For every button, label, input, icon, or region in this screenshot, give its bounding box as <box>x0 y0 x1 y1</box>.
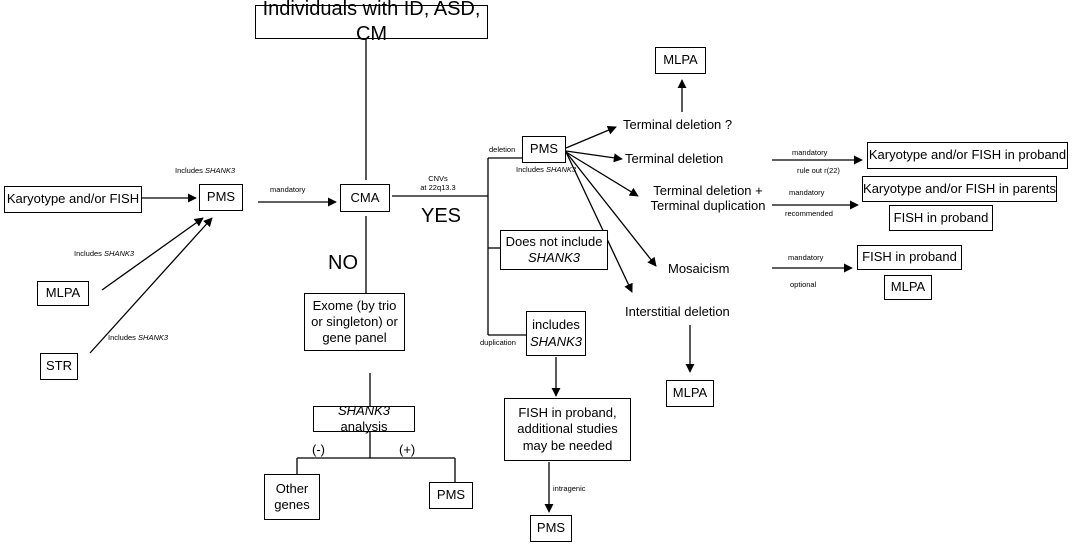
mlpa-top-node: MLPA <box>655 47 706 74</box>
karyo-parents-label: Karyotype and/or FISH in parents <box>863 180 1056 196</box>
shank3-analysis-rest: analysis <box>340 419 388 434</box>
exome-label: Exome (by trio or singleton) or gene pan… <box>311 297 398 346</box>
edge-pms-terminal-q <box>565 125 617 149</box>
mosaicism-label: Mosaicism <box>668 261 730 276</box>
includes-shank3-top-prefix: Includes <box>175 166 206 175</box>
karyo-parents-node: Karyotype and/or FISH in parents <box>862 176 1057 202</box>
mlpa-mid-label: MLPA <box>672 385 708 401</box>
includes-shank3-top-label: Includes SHANK3 <box>175 166 236 176</box>
mlpa-right-label: MLPA <box>890 279 926 295</box>
shank3-analysis-gene: SHANK3 <box>337 402 391 418</box>
includes-shank3-str-label: Includes SHANK3 <box>108 333 169 343</box>
includes-dup-gene: SHANK3 <box>529 333 583 349</box>
deletion-label: deletion <box>489 145 516 154</box>
exome-node: Exome (by trio or singleton) or gene pan… <box>304 293 405 351</box>
includes-shank3-str-gene: SHANK3 <box>138 333 169 342</box>
cnvs-line1: CNVs <box>428 174 448 183</box>
includes-shank3-pms-label: Includes SHANK3 <box>516 165 577 175</box>
pos-label: (+) <box>399 442 416 457</box>
str-label: STR <box>46 358 72 374</box>
str-node: STR <box>40 353 78 380</box>
optional-label: optional <box>790 280 817 289</box>
mlpa-left-node: MLPA <box>37 281 89 306</box>
pms-intragenic-label: PMS <box>536 520 566 536</box>
not-include-node: Does not include SHANK3 <box>500 230 608 270</box>
not-include-line1: Does not include <box>505 233 603 249</box>
pms-bottom-left-node: PMS <box>429 482 473 509</box>
edge-pms-interstitial <box>565 151 633 293</box>
mlpa-right-node: MLPA <box>884 275 932 300</box>
pms-intragenic-node: PMS <box>530 515 572 542</box>
terminal-del-dup-line2: Terminal duplication <box>650 197 766 213</box>
root-node-label: Individuals with ID, ASD, CM <box>262 0 481 45</box>
duplication-label: duplication <box>480 338 516 347</box>
karyo-proband-node: Karyotype and/or FISH in proband <box>867 142 1068 169</box>
mlpa-left-label: MLPA <box>45 285 81 301</box>
terminal-deletion-q-label: Terminal deletion ? <box>623 117 733 132</box>
karyo-proband-label: Karyotype and/or FISH in proband <box>868 147 1067 163</box>
mlpa-mid-node: MLPA <box>666 380 714 407</box>
pms-mid-label: PMS <box>529 141 559 157</box>
includes-shank3-pms-prefix: Includes <box>516 165 547 174</box>
fish-proband-1-node: FISH in proband <box>889 205 993 231</box>
recommended-label: recommended <box>785 209 833 218</box>
interstitial-deletion-label: Interstitial deletion <box>625 304 730 319</box>
other-genes-label: Other genes <box>274 480 310 512</box>
cnvs-line2: at 22q13.3 <box>420 182 456 192</box>
neg-label: (-) <box>312 442 325 457</box>
edge-mlpa-pms <box>101 217 204 291</box>
shank3-analysis-label: SHANK3 analysis <box>314 403 414 436</box>
karyotype-fish-node: Karyotype and/or FISH <box>4 186 142 213</box>
edge-pms-terminal <box>565 150 623 163</box>
fish-proband-2-node: FISH in proband <box>857 245 962 270</box>
cnvs-label: CNVs at 22q13.3 <box>414 174 462 192</box>
pms-mid-node: PMS <box>522 136 566 163</box>
pms-left-node: PMS <box>199 184 243 211</box>
pms-left-label: PMS <box>206 189 236 205</box>
root-node: Individuals with ID, ASD, CM <box>255 0 488 45</box>
includes-dup-node: includes SHANK3 <box>526 311 586 356</box>
mandatory-cma-label: mandatory <box>270 185 306 194</box>
fish-additional-node: FISH in proband, additional studies may … <box>504 398 631 461</box>
other-genes-node: Other genes <box>264 474 320 520</box>
includes-shank3-mlpa-prefix: Includes <box>74 249 105 258</box>
fish-additional-label: FISH in proband, additional studies may … <box>517 405 618 453</box>
includes-shank3-mlpa-label: Includes SHANK3 <box>74 249 135 259</box>
fish-proband-2-label: FISH in proband <box>862 249 957 265</box>
edge-pms-mosaicism <box>565 151 657 267</box>
mandatory-1-label: mandatory <box>792 148 828 157</box>
includes-shank3-pms-gene: SHANK3 <box>546 165 577 174</box>
fish-proband-1-label: FISH in proband <box>893 209 989 225</box>
mlpa-top-label: MLPA <box>663 52 698 68</box>
edge-str-pms <box>89 217 213 354</box>
includes-shank3-str-prefix: Includes <box>108 333 139 342</box>
intragenic-label: intragenic <box>553 484 586 493</box>
mandatory-3-label: mandatory <box>788 253 824 262</box>
yes-label: YES <box>421 205 462 227</box>
no-label: NO <box>328 252 358 274</box>
includes-shank3-mlpa-gene: SHANK3 <box>104 249 135 258</box>
cma-label: CMA <box>350 189 380 205</box>
includes-dup-line1: includes <box>532 317 580 333</box>
edge-pms-terminal-dup <box>565 151 639 197</box>
shank3-analysis-node: SHANK3 analysis <box>313 403 415 434</box>
karyotype-fish-label: Karyotype and/or FISH <box>6 191 140 207</box>
cma-node: CMA <box>340 184 390 212</box>
terminal-del-dup-line1: Terminal deletion + <box>653 183 763 198</box>
rule-out-label: rule out r(22) <box>797 166 840 175</box>
not-include-gene: SHANK3 <box>527 250 581 265</box>
terminal-deletion-label: Terminal deletion <box>625 151 724 166</box>
terminal-del-dup-label: Terminal deletion + Terminal duplication <box>638 183 778 214</box>
pms-bottom-left-label: PMS <box>436 487 466 503</box>
mandatory-2-label: mandatory <box>789 188 825 197</box>
includes-shank3-top-gene: SHANK3 <box>205 166 236 175</box>
